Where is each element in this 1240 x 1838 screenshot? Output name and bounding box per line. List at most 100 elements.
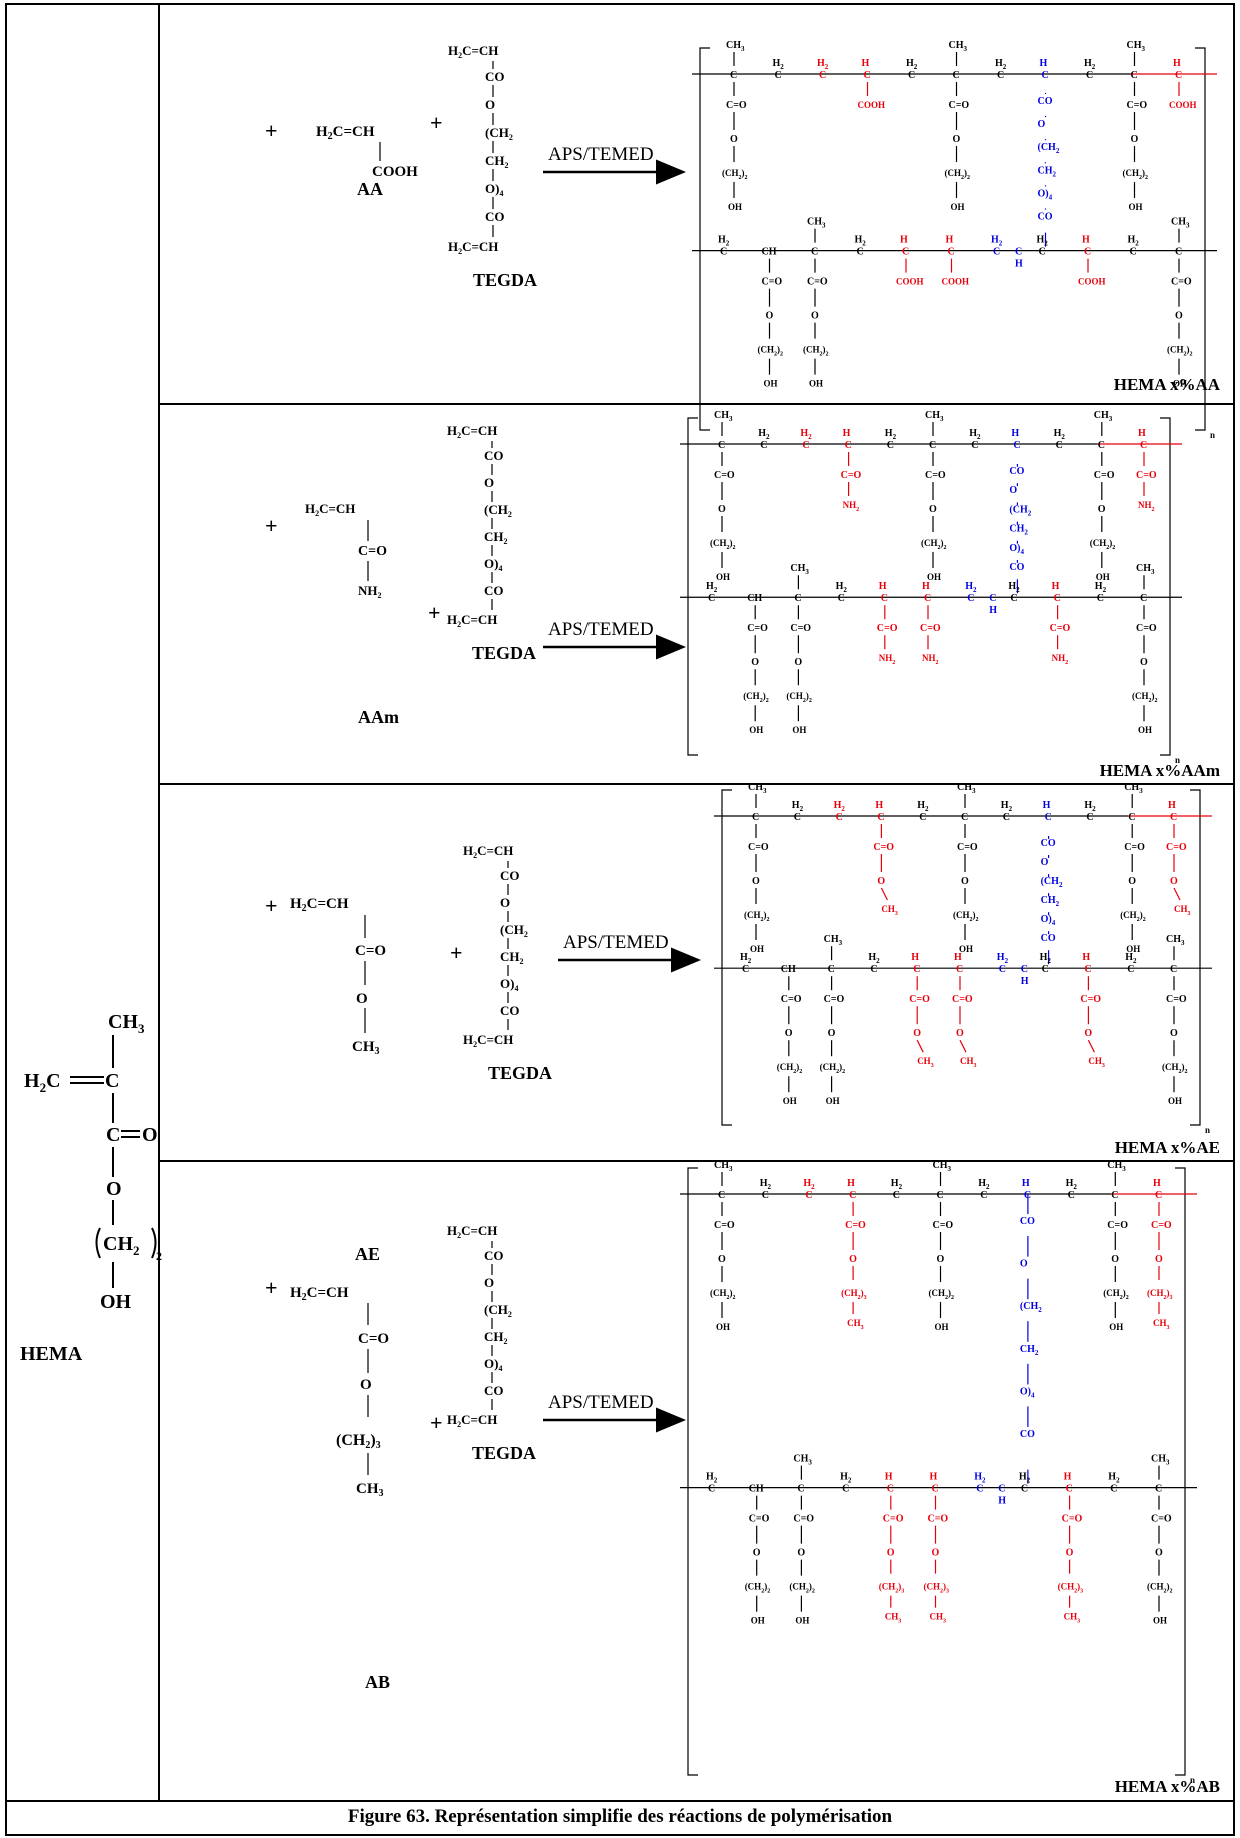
methylene-h2: H2 xyxy=(836,581,848,594)
crosslink-chain: O xyxy=(1041,857,1049,868)
crosslink-chain: (CH2 xyxy=(1038,142,1060,155)
pendant-hydroxyl: OH xyxy=(1168,1096,1182,1106)
methylene-h2: H2 xyxy=(803,1178,815,1191)
backbone-carbon: C xyxy=(1084,247,1091,258)
product-label: HEMA x%AA xyxy=(1114,375,1221,394)
methyl-branch: CH3 xyxy=(714,1160,733,1173)
tegda-label: TEGDA xyxy=(488,1063,552,1083)
crosslink-chain: O)4 xyxy=(1041,914,1056,927)
methine-h: H xyxy=(843,428,851,439)
pendant-ester-o: O xyxy=(1131,134,1139,145)
backbone-carbon: C xyxy=(999,964,1006,975)
backbone-carbon: C xyxy=(1039,247,1046,258)
methine-h: H xyxy=(954,952,962,963)
backbone-carbon: C xyxy=(775,70,782,81)
bond xyxy=(959,1039,967,1053)
pendant-ethyl: (CH2)2 xyxy=(953,910,979,923)
comonomer-methyl: CH3 xyxy=(356,1481,384,1499)
comonomer-carbonyl: C=O xyxy=(358,544,387,559)
tegda-vinyl-top: H2C=CH xyxy=(463,843,513,860)
methine-h: H xyxy=(1138,428,1146,439)
pendant-carbonyl: C=O xyxy=(873,842,894,853)
pendant-ester-o: O xyxy=(751,657,759,668)
product-label: HEMA x%AB xyxy=(1115,1777,1220,1796)
svg-text:CH3: CH3 xyxy=(108,1011,145,1036)
pendant-acid: COOH xyxy=(858,100,886,110)
svg-text:H2C: H2C xyxy=(24,1070,61,1095)
pendant-ester-o: O xyxy=(785,1028,793,1039)
tegda-chain: CH2 xyxy=(484,1329,508,1346)
pendant-methyl: CH3 xyxy=(885,1612,902,1625)
backbone-carbon: C xyxy=(1054,593,1061,604)
crosslink-chain: O xyxy=(1020,1259,1028,1270)
pendant-hydroxyl: OH xyxy=(749,725,763,735)
hema-monomer: CH3 H2C C C O O CH2 2 OH HEMA xyxy=(20,1011,162,1365)
backbone-ch: CH xyxy=(749,1484,764,1495)
crosslink-chain: (CH2 xyxy=(1020,1301,1042,1314)
pendant-carbonyl: C=O xyxy=(1107,1220,1128,1231)
backbone-carbon: C xyxy=(864,70,871,81)
backbone-carbon: C xyxy=(998,1484,1005,1495)
methine-h: H xyxy=(1040,58,1048,69)
pendant-carbonyl: C=O xyxy=(1151,1514,1172,1525)
crosslink-chain: O)4 xyxy=(1038,188,1053,201)
plus-sign: + xyxy=(428,600,441,625)
pendant-ethyl: (CH2)2 xyxy=(820,1062,846,1075)
crosslink-chain: CO xyxy=(1041,838,1056,849)
backbone-carbon: C xyxy=(742,964,749,975)
pendant-hydroxyl: OH xyxy=(792,725,806,735)
comonomer-acid: COOH xyxy=(372,164,418,180)
pendant-ester-o: O xyxy=(877,876,885,887)
backbone-carbon: C xyxy=(932,1484,939,1495)
pendant-hydroxyl: OH xyxy=(750,944,764,954)
polymer-bracket-left xyxy=(699,47,710,431)
backbone-carbon: C xyxy=(1128,812,1135,823)
backbone-carbon: C xyxy=(1084,964,1091,975)
pendant-amine: NH2 xyxy=(1052,653,1069,666)
crosslink-chain: (CH2 xyxy=(1009,504,1031,517)
pendant-ester-o: O xyxy=(718,1254,726,1265)
pendant-carbonyl: C=O xyxy=(1094,470,1115,481)
pendant-carbonyl: C=O xyxy=(883,1514,904,1525)
pendant-butyl: (CH2)3 xyxy=(841,1288,867,1301)
methine-h: H xyxy=(1064,1472,1072,1483)
pendant-ester-o: O xyxy=(1111,1254,1119,1265)
pendant-methyl: CH3 xyxy=(1174,904,1191,917)
column-divider xyxy=(158,3,160,1800)
methylene-h2: H2 xyxy=(868,952,880,965)
pendant-carbonyl: C=O xyxy=(845,1220,866,1231)
pendant-acid: COOH xyxy=(1169,100,1197,110)
methine-h: H xyxy=(1052,581,1060,592)
pendant-carbonyl: C=O xyxy=(925,470,946,481)
pendant-methyl: CH3 xyxy=(960,1056,977,1069)
pendant-ester-o: O xyxy=(937,1254,945,1265)
pendant-carbonyl: C=O xyxy=(714,1220,735,1231)
repeat-n: n xyxy=(1190,1775,1195,1785)
pendant-ester-o: O xyxy=(1175,311,1183,322)
methylene-h2: H2 xyxy=(1008,581,1020,594)
backbone-carbon: C xyxy=(924,593,931,604)
backbone-carbon: C xyxy=(1045,812,1052,823)
tegda-vinyl-bottom: H2C=CH xyxy=(447,612,497,629)
pendant-hydroxyl: OH xyxy=(826,1096,840,1106)
pendant-ester-o: O xyxy=(1128,876,1136,887)
backbone-carbon: C xyxy=(1003,812,1010,823)
pendant-hydroxyl: OH xyxy=(951,202,965,212)
pendant-ethyl: (CH2)2 xyxy=(789,1582,815,1595)
methylene-h2: H2 xyxy=(718,235,730,248)
pendant-butyl: (CH2)3 xyxy=(1147,1288,1173,1301)
backbone-carbon: C xyxy=(857,247,864,258)
backbone-ch: CH xyxy=(762,247,777,258)
methyl-branch: CH3 xyxy=(925,410,944,423)
tegda-label: TEGDA xyxy=(473,270,537,290)
methyl-branch: CH3 xyxy=(748,782,767,795)
pendant-hydroxyl: OH xyxy=(1096,572,1110,582)
pendant-hydroxyl: OH xyxy=(764,379,778,389)
methyl-branch: CH3 xyxy=(1136,563,1155,576)
pendant-carbonyl: C=O xyxy=(1171,277,1192,288)
methylene-h2: H2 xyxy=(1040,952,1052,965)
pendant-carbonyl: C=O xyxy=(949,100,970,111)
pendant-hydroxyl: OH xyxy=(795,1616,809,1626)
pendant-ester-o: O xyxy=(956,1028,964,1039)
crosslink-chain: CH2 xyxy=(1038,165,1057,178)
